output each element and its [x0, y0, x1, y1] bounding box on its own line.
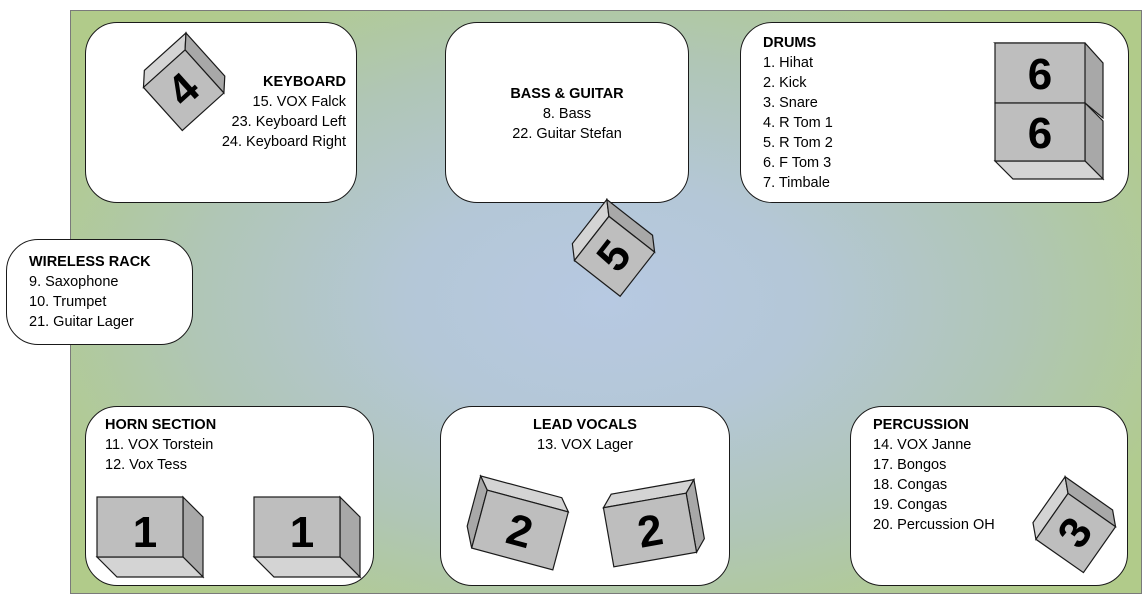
- list-item: 18. Congas: [873, 475, 995, 495]
- keyboard-title: KEYBOARD: [222, 72, 346, 92]
- monitor-wedge-vocals-right: 2: [588, 478, 713, 583]
- monitor-wedge-percussion: 3: [1015, 472, 1125, 587]
- monitor-wedge-keyboard: 4: [124, 40, 234, 130]
- list-item: 10. Trumpet: [29, 292, 151, 312]
- list-item: 9. Saxophone: [29, 272, 151, 292]
- monitor-wedge-horn-left: 1: [95, 495, 210, 580]
- monitor-number: 6: [1028, 50, 1052, 99]
- list-item: 21. Guitar Lager: [29, 312, 151, 332]
- percussion-title: PERCUSSION: [873, 415, 995, 435]
- list-item: 12. Vox Tess: [105, 455, 216, 475]
- list-item: 13. VOX Lager: [441, 435, 729, 455]
- list-item: 6. F Tom 3: [763, 153, 833, 173]
- list-item: 17. Bongos: [873, 455, 995, 475]
- monitor-number: 1: [290, 508, 314, 557]
- horn-section-title: HORN SECTION: [105, 415, 216, 435]
- list-item: 5. R Tom 2: [763, 133, 833, 153]
- drums-title: DRUMS: [763, 33, 833, 53]
- list-item: 2. Kick: [763, 73, 833, 93]
- monitor-wedge-horn-right: 1: [252, 495, 367, 580]
- list-item: 24. Keyboard Right: [222, 132, 346, 152]
- wireless-rack-title: WIRELESS RACK: [29, 252, 151, 272]
- list-item: 20. Percussion OH: [873, 515, 995, 535]
- list-item: 3. Snare: [763, 93, 833, 113]
- list-item: 4. R Tom 1: [763, 113, 833, 133]
- bass-guitar-zone: BASS & GUITAR 8. Bass 22. Guitar Stefan: [445, 22, 689, 203]
- wireless-rack-zone: WIRELESS RACK 9. Saxophone 10. Trumpet 2…: [6, 239, 193, 345]
- monitor-wedge-vocals-left: 2: [458, 478, 583, 583]
- monitor-wedge-drums-bottom: 6: [995, 103, 1107, 181]
- list-item: 11. VOX Torstein: [105, 435, 216, 455]
- monitor-wedge-center: 5: [552, 205, 667, 300]
- list-item: 7. Timbale: [763, 173, 833, 193]
- list-item: 23. Keyboard Left: [222, 112, 346, 132]
- list-item: 19. Congas: [873, 495, 995, 515]
- list-item: 22. Guitar Stefan: [446, 124, 688, 144]
- list-item: 15. VOX Falck: [222, 92, 346, 112]
- list-item: 1. Hihat: [763, 53, 833, 73]
- list-item: 8. Bass: [446, 104, 688, 124]
- lead-vocals-title: LEAD VOCALS: [441, 415, 729, 435]
- list-item: 14. VOX Janne: [873, 435, 995, 455]
- monitor-number: 6: [1028, 109, 1052, 158]
- monitor-number: 1: [133, 508, 157, 557]
- bass-guitar-title: BASS & GUITAR: [446, 84, 688, 104]
